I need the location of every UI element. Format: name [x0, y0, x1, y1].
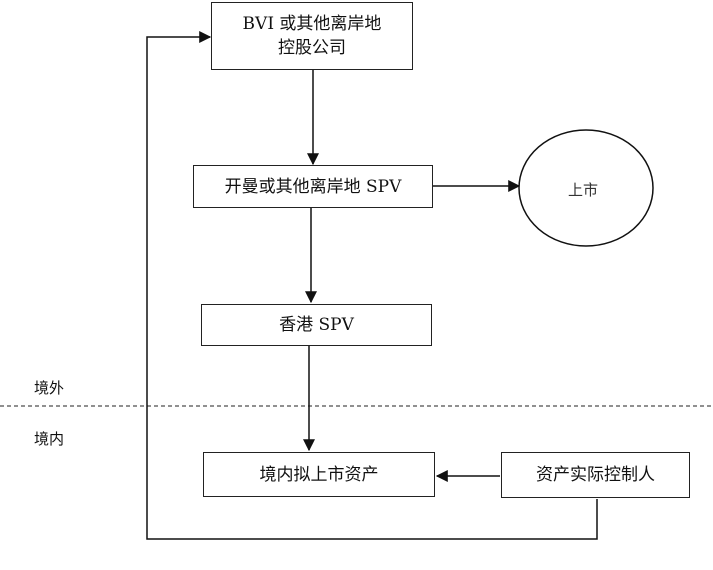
zone-label-onshore: 境内: [34, 430, 65, 448]
node-cayman-label: 开曼或其他离岸地 SPV: [224, 176, 402, 197]
node-actual-controller: 资产实际控制人: [501, 452, 690, 498]
node-bvi-holding-company: BVI 或其他离岸地 控股公司: [211, 2, 413, 70]
node-domestic-label: 境内拟上市资产: [259, 464, 379, 485]
listing-circle: [518, 129, 654, 247]
node-cayman-spv: 开曼或其他离岸地 SPV: [193, 165, 433, 208]
node-hk-spv: 香港 SPV: [201, 304, 432, 346]
node-bvi-line1: BVI 或其他离岸地: [242, 14, 382, 34]
node-hk-label: 香港 SPV: [279, 315, 354, 335]
arrow-controller-to-bvi: [146, 31, 598, 540]
node-controller-label: 资产实际控制人: [536, 465, 655, 485]
listing-label: 上市: [568, 181, 599, 199]
zone-label-offshore: 境外: [34, 379, 65, 397]
node-domestic-asset: 境内拟上市资产: [203, 452, 435, 497]
node-bvi-line2: 控股公司: [278, 38, 346, 58]
